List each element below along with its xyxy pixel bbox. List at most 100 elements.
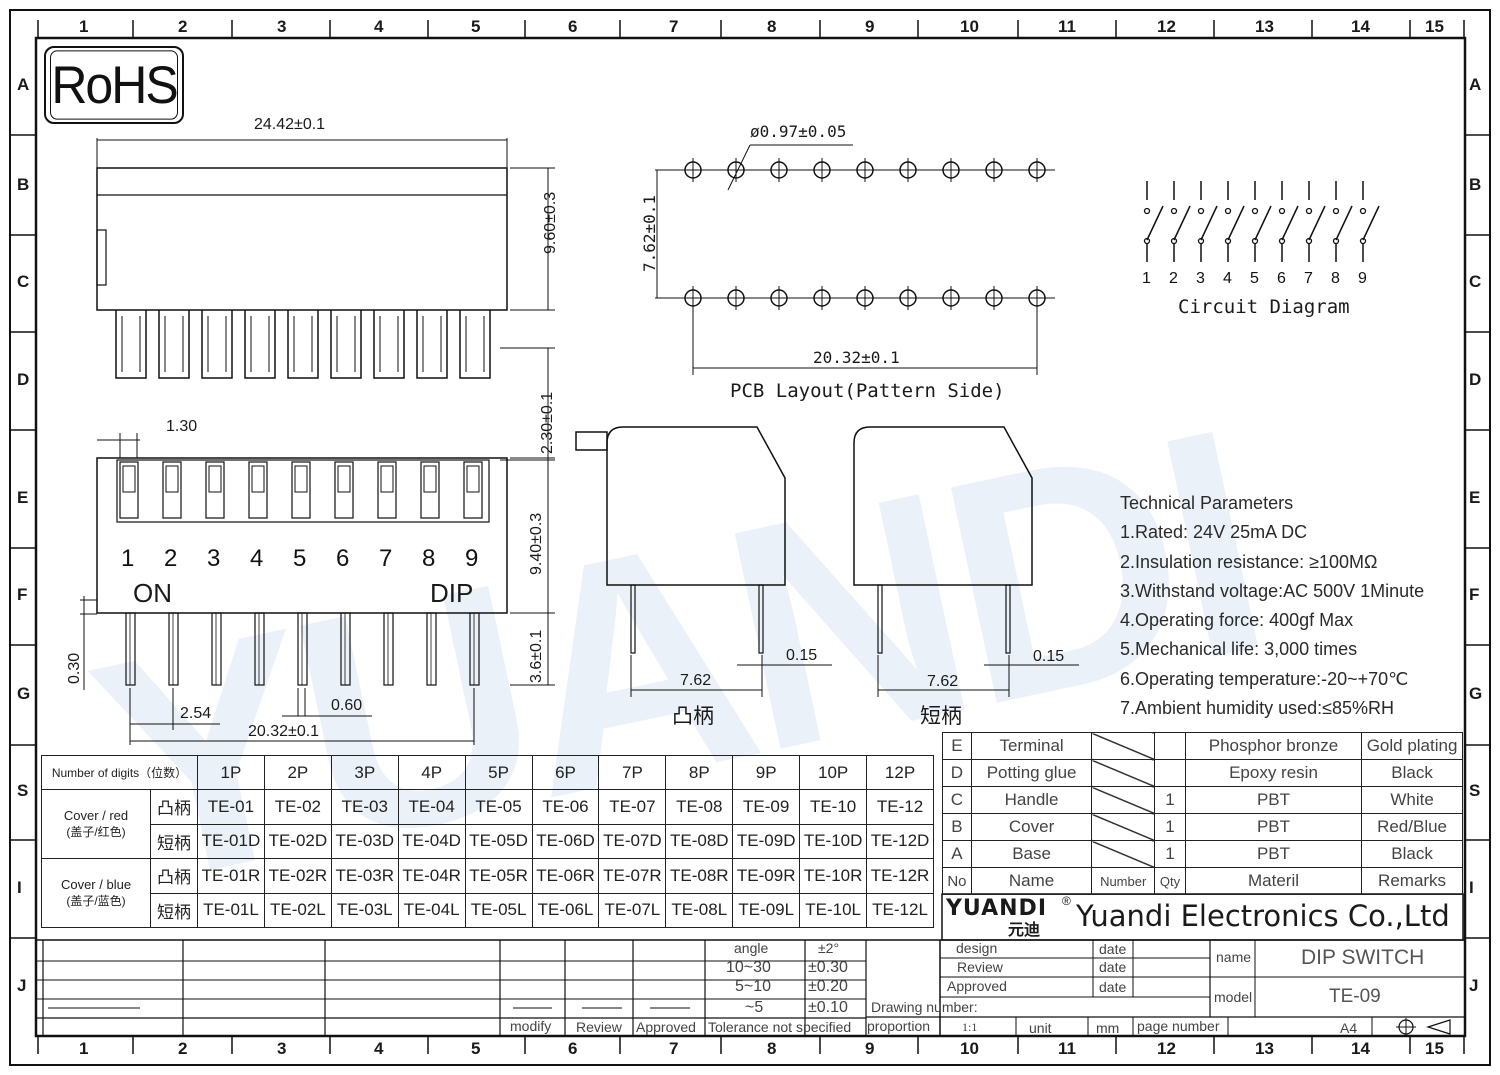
bom-header-material: Materil — [1184, 867, 1363, 895]
part-number-cell: TE-01 — [197, 789, 265, 825]
name-label: name — [1216, 949, 1252, 965]
hole-diameter-dim: ø0.97±0.05 — [750, 122, 847, 141]
frame-row-letter: C — [1469, 272, 1482, 291]
bom-header-name: Name — [970, 867, 1093, 895]
pcb-title: PCB Layout(Pattern Side) — [730, 380, 1005, 402]
frame-col-number: 9 — [865, 1039, 875, 1058]
front-span-dim: 20.32±0.1 — [248, 723, 320, 740]
tol-value: ±2° — [818, 940, 840, 956]
frame-row-letter: D — [1469, 370, 1482, 389]
bom-name: Potting glue — [970, 759, 1093, 787]
side-lead — [244, 310, 276, 379]
col-header: 12P — [866, 755, 934, 790]
front-lead — [168, 612, 179, 686]
col-header: 2P — [263, 755, 332, 790]
part-number-cell: TE-04R — [397, 858, 466, 894]
frame-row-letter: B — [1469, 175, 1482, 194]
company-logo: YUANDI 元迪 ® — [946, 894, 1074, 939]
modify-label: modify — [510, 1018, 552, 1034]
frame-col-number: 3 — [277, 1039, 287, 1058]
frame-row-letter: F — [1469, 585, 1480, 604]
frame-row-letter: E — [17, 488, 29, 507]
side-height-dim: 9.60±0.3 — [542, 191, 559, 254]
logo-en: YUANDI — [946, 896, 1048, 921]
part-number-cell: TE-07 — [598, 789, 667, 825]
lead-length-dim: 3.6±0.1 — [528, 629, 545, 683]
switch-actuator — [162, 461, 182, 519]
side-notch — [96, 229, 107, 286]
model-value: TE-09 — [1329, 986, 1381, 1007]
part-number-cell: TE-07L — [598, 892, 667, 928]
frame-row-letter: J — [17, 976, 27, 995]
rohs-label: RoHS — [50, 50, 179, 120]
frame-col-number: 3 — [277, 17, 287, 36]
part-number-cell: TE-12R — [866, 858, 934, 894]
bom-remark: Black — [1361, 759, 1463, 787]
bom-id: A — [942, 840, 972, 868]
tol-label: 5~10 — [735, 978, 772, 995]
profile-1-caption: 凸柄 — [672, 705, 714, 728]
bom-qty: 1 — [1154, 813, 1186, 841]
switch-knob — [165, 465, 179, 493]
circuit-contact — [1143, 207, 1151, 215]
projection-symbol — [1426, 1019, 1451, 1035]
frame-col-number: 6 — [568, 17, 578, 36]
switch-number: 9 — [465, 545, 478, 572]
frame-col-number: 14 — [1351, 17, 1370, 36]
frame-col-number: 4 — [374, 17, 384, 36]
cover-sublabel: (盖子/红色) — [66, 825, 126, 839]
front-lead — [469, 612, 480, 686]
bom-qty: 1 — [1154, 786, 1186, 814]
dip-label: DIP — [430, 578, 474, 608]
mm-label: mm — [1096, 1020, 1120, 1036]
circuit-number: 8 — [1331, 270, 1340, 287]
profile-2-thickness: 0.15 — [1033, 648, 1065, 665]
frame-col-number: 5 — [471, 1039, 481, 1058]
page-number-label: page number — [1137, 1018, 1220, 1034]
circuit-number: 3 — [1196, 270, 1205, 287]
frame-row-letter: B — [17, 175, 30, 194]
part-number-cell: TE-05R — [464, 858, 533, 894]
part-number-cell: TE-02 — [263, 789, 332, 825]
frame-col-number: 12 — [1157, 1039, 1176, 1058]
bom-material: Phosphor bronze — [1184, 732, 1363, 760]
switch-number: 8 — [422, 545, 435, 572]
frame-row-letter: E — [1469, 488, 1481, 507]
tech-item: 5.Mechanical life: 3,000 times — [1120, 639, 1358, 660]
side-body — [96, 167, 508, 311]
frame-row-letter: G — [1469, 684, 1483, 703]
bom-material: PBT — [1184, 813, 1363, 841]
part-number-cell: TE-03 — [330, 789, 399, 825]
bom-name: Terminal — [970, 732, 1093, 760]
part-number-cell: TE-04 — [397, 789, 466, 825]
switch-knob — [337, 465, 351, 493]
frame-col-number: 4 — [374, 1039, 384, 1058]
side-width-dim: 24.42±0.1 — [254, 116, 326, 133]
col-header: 1P — [197, 755, 265, 790]
handle-type: 凸柄 — [150, 858, 198, 894]
circuit-number: 5 — [1250, 270, 1259, 287]
profile-1-width: 7.62 — [680, 672, 712, 689]
part-number-cell: TE-08D — [665, 823, 734, 859]
handle-type: 凸柄 — [150, 789, 198, 825]
col-header: 10P — [799, 755, 868, 790]
circuit-switch — [1254, 205, 1272, 241]
part-number-cell: TE-06 — [531, 789, 600, 825]
frame-col-number: 12 — [1157, 17, 1176, 36]
approved-title-label: Approved — [947, 978, 1007, 994]
side-lead — [115, 310, 147, 379]
switch-actuator — [291, 461, 311, 519]
tech-item: 6.Operating temperature:-20~+70℃ — [1120, 668, 1409, 689]
tol-value: ±0.10 — [808, 999, 848, 1016]
part-number-cell: TE-09 — [732, 789, 801, 825]
circuit-title: Circuit Diagram — [1178, 296, 1350, 318]
switch-actuator — [119, 461, 139, 519]
bom-remark: White — [1361, 786, 1463, 814]
frame-col-number: 5 — [471, 17, 481, 36]
pcb-row-spacing-dim: 7.62±0.1 — [640, 194, 659, 272]
bom-qty — [1154, 759, 1186, 787]
profile-1-thickness: 0.15 — [786, 647, 818, 664]
tech-item: 7.Ambient humidity used:≤85%RH — [1120, 698, 1395, 719]
